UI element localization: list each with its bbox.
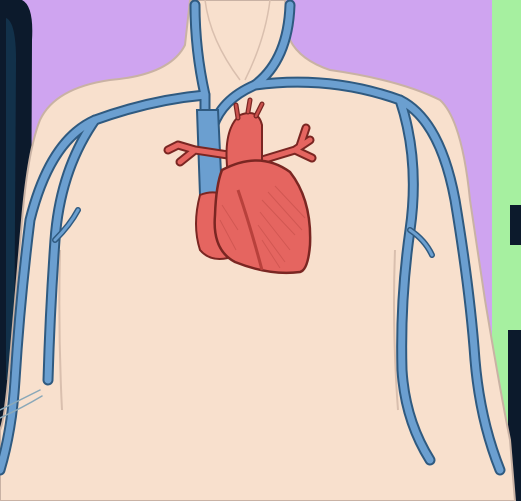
right-dark-notch (510, 205, 521, 245)
